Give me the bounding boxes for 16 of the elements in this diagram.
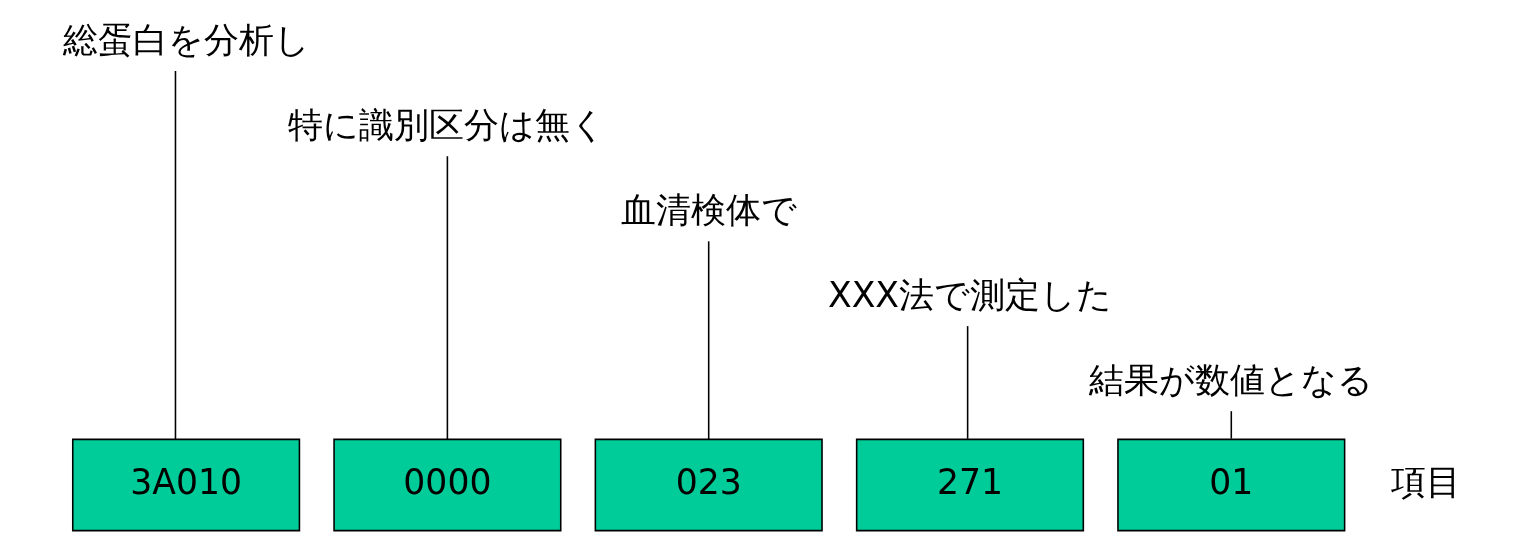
node-text: 特に識別区分は無く [288, 104, 607, 145]
connector [1230, 410, 1233, 440]
connector [174, 70, 177, 440]
node-box: 023 [594, 438, 823, 532]
connector [966, 325, 969, 440]
node-text: 血清検体で [620, 189, 797, 230]
node-text: 結果が数値となる [1089, 359, 1374, 400]
connector [446, 155, 449, 440]
connector [707, 240, 710, 440]
node-text: XXX法で測定した [827, 274, 1113, 315]
label: 項目 [1391, 461, 1462, 502]
node-box: 0000 [333, 438, 562, 532]
node-box: 01 [1117, 438, 1346, 532]
node-box: 3A010 [71, 438, 301, 532]
node-text: 総蛋白を分析し [62, 19, 310, 60]
node-box: 271 [855, 438, 1085, 532]
